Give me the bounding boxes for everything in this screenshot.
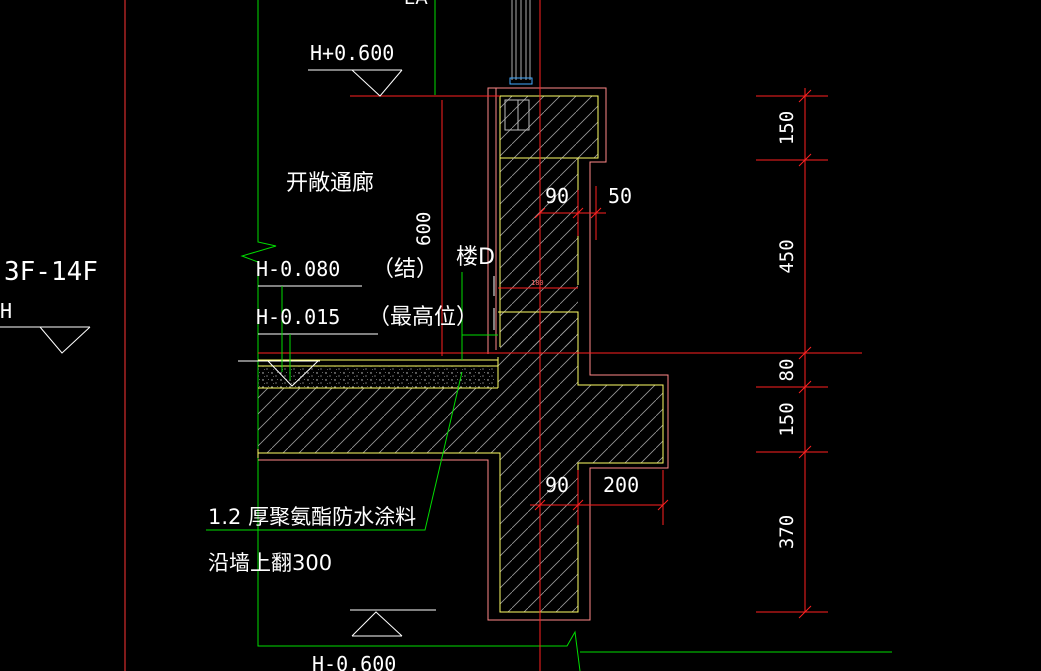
stair-tag: 楼D [456, 245, 495, 270]
leader-lines [206, 272, 498, 531]
waterproof-note-2: 沿墙上翻300 [208, 551, 332, 575]
level-highest-label: H-0.015 [256, 305, 340, 329]
partial-top-label: EA [404, 0, 428, 9]
upper-width-dims [534, 186, 606, 240]
right-chain-dim-label: 150 [776, 111, 798, 145]
right-chain-dim-label: 80 [776, 359, 798, 382]
dim-lower-200: 200 [603, 473, 639, 497]
dim-lower-90: 90 [545, 473, 569, 497]
window-mullion [509, 0, 533, 85]
structure-outline [257, 158, 664, 613]
right-dimension-chain [756, 88, 828, 619]
structural-tag: （结） [372, 257, 438, 282]
dim-vertical-600: 600 [413, 212, 435, 246]
green-boundary [240, 0, 892, 671]
highest-tag: （最高位） [368, 305, 478, 330]
small-mark: 180 [531, 279, 544, 287]
screed-layer [258, 366, 496, 388]
right-chain-dim-label: 450 [776, 239, 798, 273]
open-corridor-label: 开敞通廊 [286, 171, 374, 196]
dim-upper-90: 90 [545, 184, 569, 208]
waterproof-note: 1.2 厚聚氨酯防水涂料 [208, 505, 416, 529]
section-lines-red [258, 0, 862, 671]
concrete-structure [258, 95, 663, 612]
top-beam-detail [504, 99, 530, 131]
right-chain-labels: 150 450 80 150 370 [776, 111, 798, 549]
level-bottom-label: H-0.600 [312, 652, 396, 671]
level-markers [0, 69, 436, 637]
outer-outline [258, 87, 669, 621]
right-chain-dim-label: 370 [776, 515, 798, 549]
level-top-label: H+0.600 [310, 41, 394, 65]
level-structural-label: H-0.080 [256, 257, 340, 281]
annotations: H+0.600 EA 开敞通廊 3F-14F H H-0.080 （结） H-0… [0, 0, 639, 671]
floor-h-label: H [0, 299, 12, 323]
lower-width-dims [530, 470, 669, 525]
right-chain-dim-label: 150 [776, 402, 798, 436]
dim-upper-50: 50 [608, 184, 632, 208]
floor-range-label: 3F-14F [4, 257, 98, 287]
